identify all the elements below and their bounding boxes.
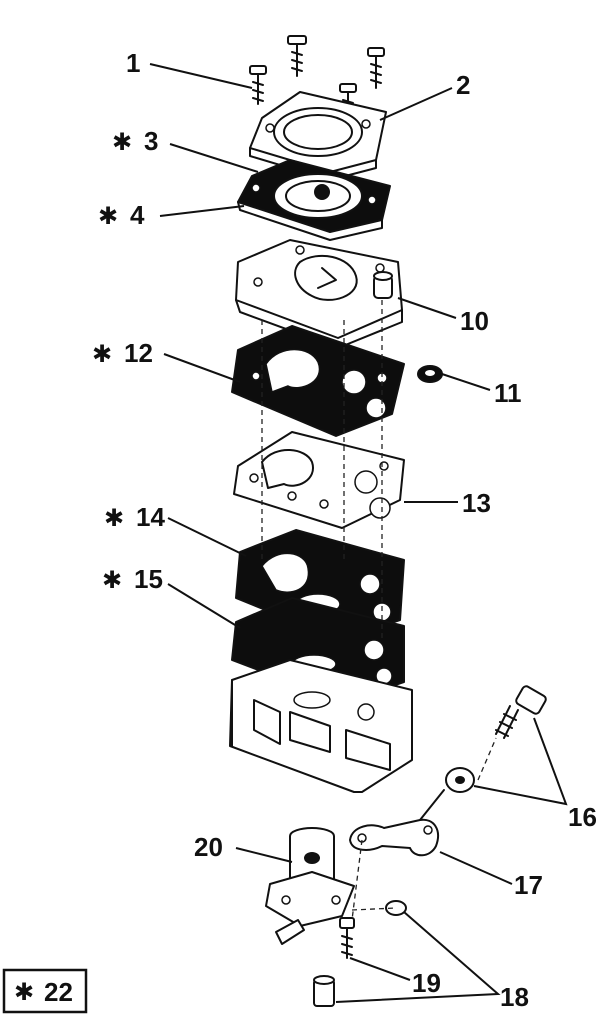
- screw-a: [287, 35, 307, 77]
- adjust-screw-16: [495, 685, 547, 739]
- nut-16: [445, 767, 475, 793]
- callout-labels: 1 2 ✱ 3 ✱ 4 10 11 ✱ 12 13 ✱ 14 ✱ 15 16 1…: [92, 48, 597, 1012]
- callout-4: 4: [130, 200, 145, 230]
- callout-10: 10: [460, 306, 489, 336]
- alignment-lines: [261, 300, 497, 921]
- kit-marker-15: ✱: [102, 566, 122, 594]
- callout-11: 11: [494, 378, 522, 408]
- bracket-17: [349, 789, 445, 857]
- pump-body: [235, 239, 403, 349]
- washer-11: [417, 365, 443, 383]
- ring-18: [385, 900, 407, 916]
- fitting-20: [265, 827, 355, 945]
- kit-marker-14: ✱: [104, 504, 124, 532]
- kit-marker-22: ✱: [14, 978, 34, 1006]
- callout-16: 16: [568, 802, 597, 832]
- kit-marker-3: ✱: [112, 128, 132, 156]
- callout-19: 19: [412, 968, 441, 998]
- callout-20: 20: [194, 832, 223, 862]
- kit-marker-4: ✱: [98, 202, 118, 230]
- screw-c: [249, 65, 267, 105]
- callout-3: 3: [144, 126, 158, 156]
- pump-cover: [249, 91, 387, 181]
- diaphragm-gasket-stack: [237, 159, 391, 241]
- plate-13: [233, 431, 405, 529]
- callout-12: 12: [124, 338, 153, 368]
- callout-17: 17: [514, 870, 543, 900]
- leader-lines: [149, 63, 568, 1003]
- screw-19: [339, 917, 355, 959]
- callout-2: 2: [456, 70, 470, 100]
- callout-1: 1: [126, 48, 140, 78]
- callout-22: 22: [44, 977, 73, 1007]
- plug-18: [313, 975, 335, 1007]
- callout-14: 14: [136, 502, 165, 532]
- kit-marker-12: ✱: [92, 340, 112, 368]
- callout-18: 18: [500, 982, 529, 1012]
- repair-kit-box: ✱ 22: [2, 968, 88, 1014]
- callout-13: 13: [462, 488, 491, 518]
- callout-15: 15: [134, 564, 163, 594]
- carburetor-body: [229, 659, 413, 793]
- screw-b: [367, 47, 385, 89]
- gasket-12: [231, 325, 405, 437]
